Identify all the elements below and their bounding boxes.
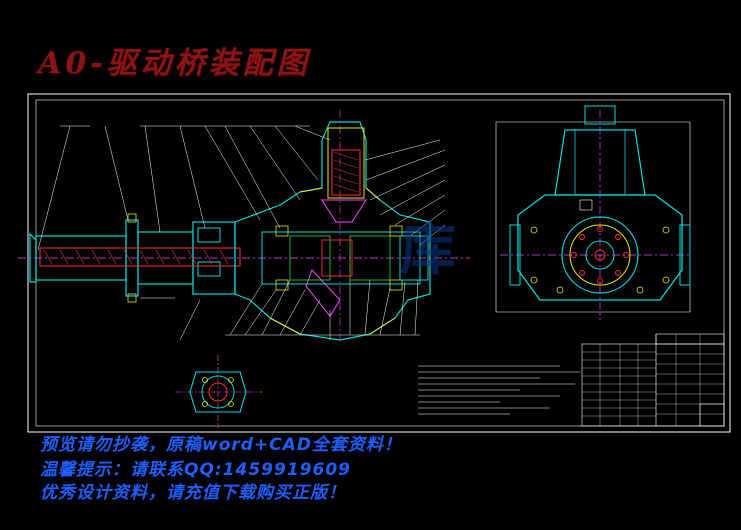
technical-notes <box>418 365 580 415</box>
inner-frame <box>35 99 725 427</box>
promo-line-3: 优秀设计资料，请充值下载购买正版！ <box>40 483 346 503</box>
main-section-view <box>18 110 470 341</box>
title-block <box>581 333 725 427</box>
section-view-aa <box>175 355 262 428</box>
watermark: 库 <box>400 217 456 283</box>
outer-frame <box>27 93 731 433</box>
promo-line-2: 温馨提示：请联系QQ:1459919609 <box>40 460 351 480</box>
drawing-title: A0-驱动桥装配图 <box>38 46 311 81</box>
side-view <box>495 105 691 320</box>
promo-line-1: 预览请勿抄袭，原稿word+CAD全套资料！ <box>40 435 402 455</box>
